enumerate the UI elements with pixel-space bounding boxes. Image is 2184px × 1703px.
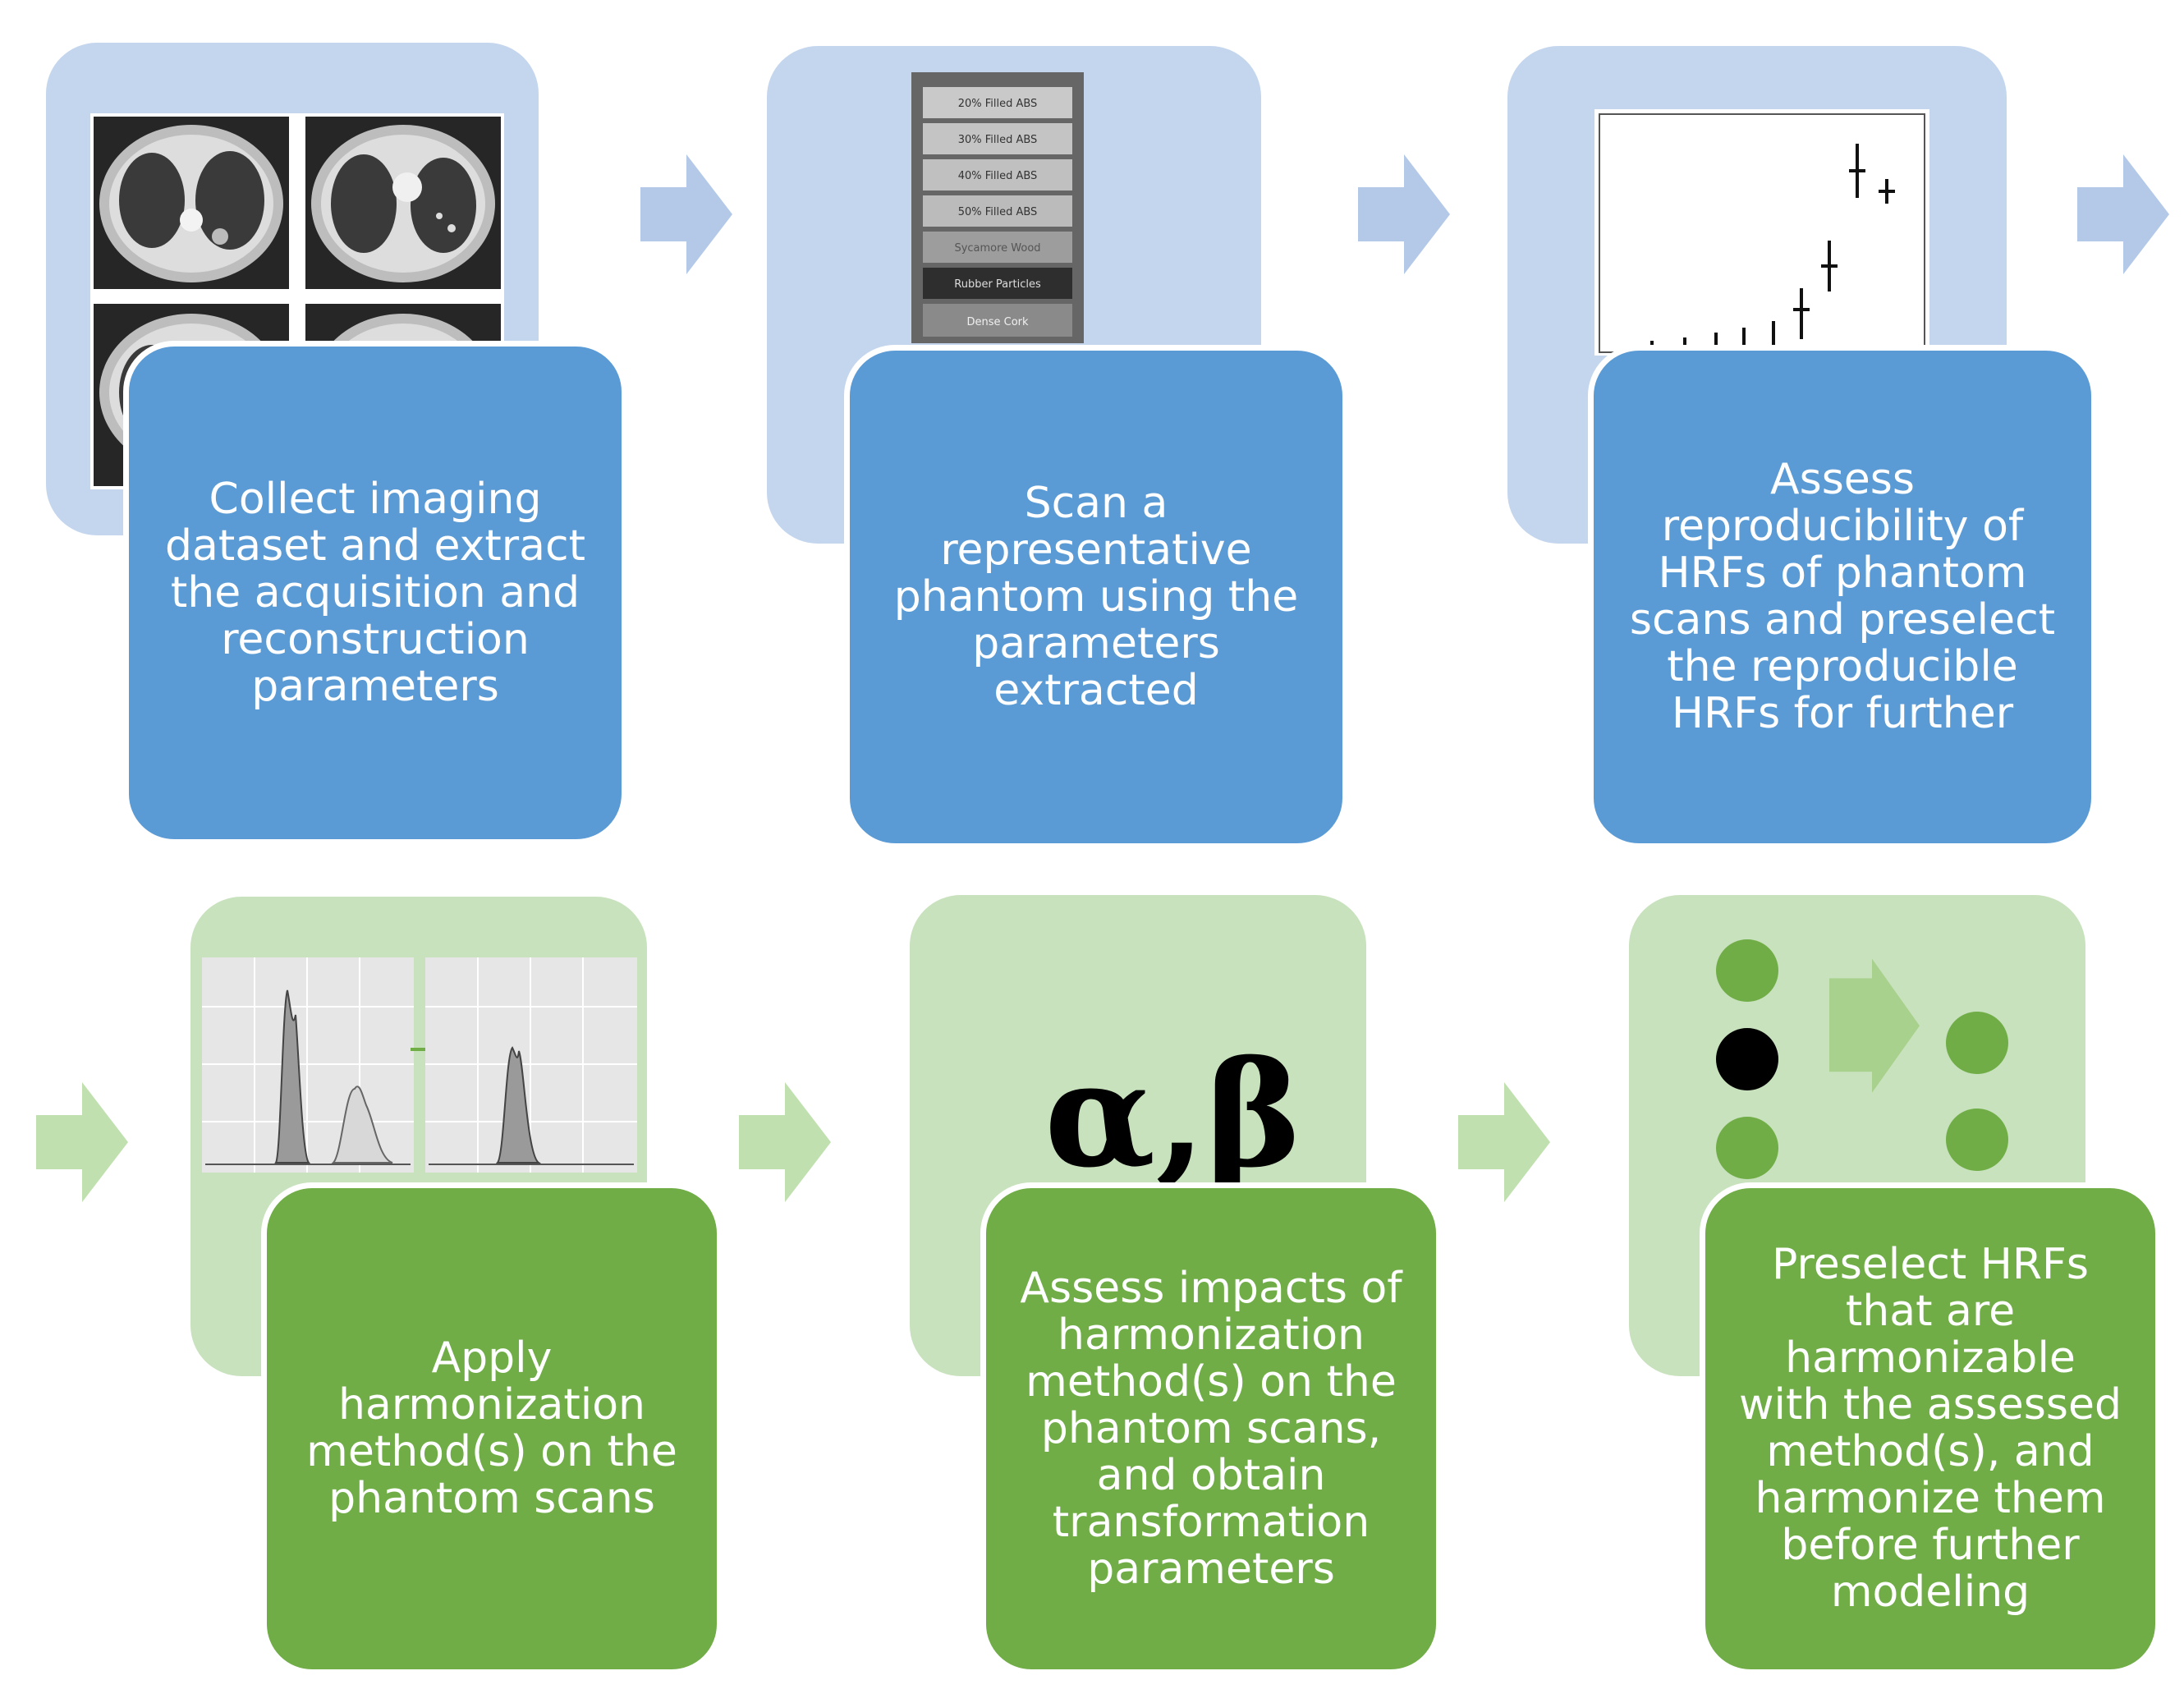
step-2-text: Scan a representative phantom using the … — [893, 478, 1299, 715]
phantom-label: Sycamore Wood — [954, 242, 1040, 255]
step-3-text: Assess reproducibility of HRFs of phanto… — [1629, 455, 2056, 738]
feature-dot — [1946, 1109, 2008, 1171]
step-6-text: Preselect HRFs that are harmonizable wit… — [1739, 1240, 2122, 1617]
arrow-right-icon — [36, 1082, 128, 1202]
step-4-text: Apply harmonization method(s) on the pha… — [306, 1333, 677, 1523]
phantom-label: 40% Filled ABS — [958, 170, 1038, 182]
step-1-text: Collect imaging dataset and extract the … — [165, 474, 585, 711]
step-5-card: Assess impacts of harmonization method(s… — [980, 1182, 1442, 1675]
phantom-label: 20% Filled ABS — [958, 98, 1038, 110]
step-3-card: Assess reproducibility of HRFs of phanto… — [1588, 345, 2097, 849]
arrow-right-icon — [1829, 958, 1920, 1093]
feature-dot — [1946, 1012, 2008, 1074]
phantom-label: Rubber Particles — [954, 278, 1041, 291]
arrow-right-icon — [1358, 154, 1450, 274]
phantom-photo: 20% Filled ABS 30% Filled ABS 40% Filled… — [911, 72, 1084, 343]
step-5-text: Assess impacts of harmonization method(s… — [1020, 1263, 1402, 1594]
histogram-plots — [202, 957, 637, 1174]
arrow-right-icon — [640, 154, 732, 274]
arrow-right-icon — [739, 1082, 831, 1202]
step-4-card: Apply harmonization method(s) on the pha… — [261, 1182, 723, 1675]
alpha-beta-symbol: α,β — [1044, 1030, 1302, 1200]
step-2-card: Scan a representative phantom using the … — [844, 345, 1348, 849]
step-1-card: Collect imaging dataset and extract the … — [123, 341, 627, 845]
feature-dots — [1691, 933, 2036, 1179]
feature-dot — [1716, 1117, 1778, 1179]
feature-dot — [1716, 939, 1778, 1002]
arrow-right-icon — [2077, 154, 2169, 274]
phantom-label: 50% Filled ABS — [958, 206, 1038, 218]
phantom-label: 30% Filled ABS — [958, 134, 1038, 146]
step-6-card: Preselect HRFs that are harmonizable wit… — [1700, 1182, 2161, 1675]
excluded-feature-dot — [1716, 1028, 1778, 1090]
arrow-right-icon — [1458, 1082, 1550, 1202]
phantom-label: Dense Cork — [966, 316, 1029, 328]
error-bar-plot — [1594, 109, 1929, 356]
